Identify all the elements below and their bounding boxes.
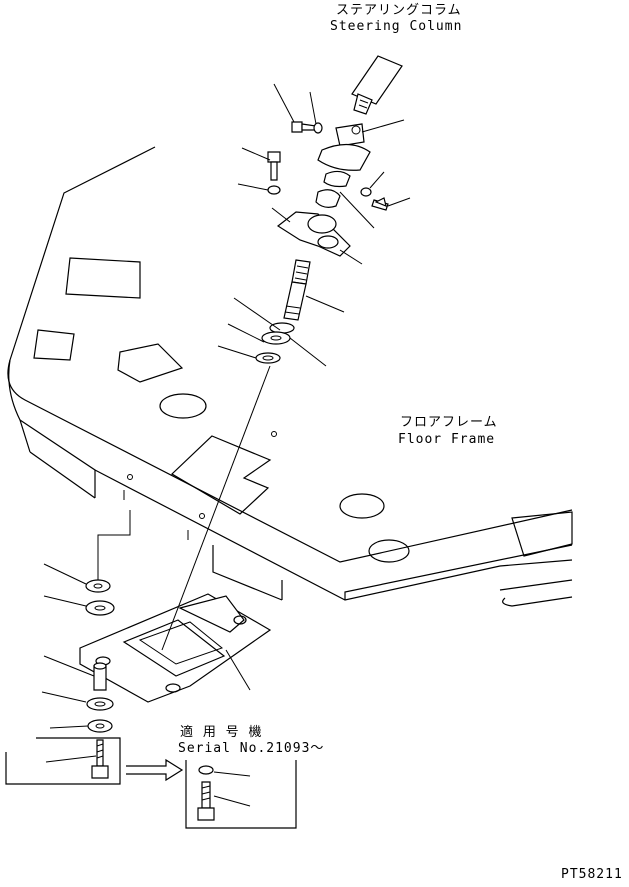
joint-bolt-right — [360, 187, 389, 211]
steering-column — [351, 55, 403, 115]
spacer-stack — [85, 579, 115, 733]
steering-column-en-label: Steering Column — [330, 19, 462, 34]
shaft-washers — [255, 322, 295, 364]
joint-bolt-left — [291, 121, 323, 134]
floor-frame — [7, 146, 573, 607]
arrow-icon — [126, 758, 184, 782]
floor-frame-en-label: Floor Frame — [398, 432, 495, 447]
leader-lines — [41, 83, 411, 807]
steering-shaft — [283, 259, 311, 321]
figure-code: PT58211 — [561, 867, 623, 882]
serial-en-label: Serial No.21093〜 — [178, 741, 324, 756]
serial-jp-label: 適 用 号 機 — [180, 724, 262, 740]
floor-frame-jp-label: フロアフレーム — [400, 415, 498, 430]
collar — [315, 189, 341, 208]
steering-column-jp-label: ステアリングコラム — [336, 3, 462, 18]
bracket-bolt — [267, 151, 281, 195]
universal-joint — [317, 123, 371, 188]
column-bracket — [276, 211, 351, 257]
lower-bolt-box — [5, 737, 121, 785]
lower-bracket — [79, 593, 272, 703]
serial-box — [185, 760, 297, 829]
